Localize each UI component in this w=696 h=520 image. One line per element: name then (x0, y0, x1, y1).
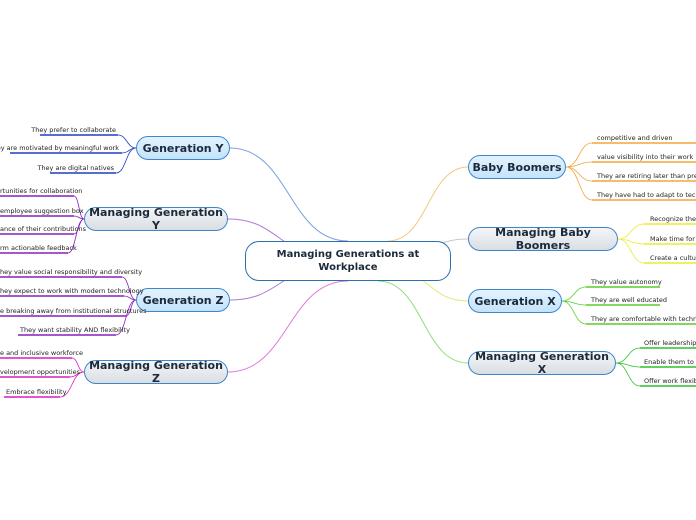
leaf-gen-z-1[interactable]: hey value social responsibility and dive… (0, 268, 143, 276)
leaf-gen-x-3[interactable]: They are comfortable with technology (591, 315, 696, 323)
leaf-connector (565, 142, 593, 168)
leaf-baby-boomers-2[interactable]: value visibility into their work (597, 153, 694, 161)
leaf-gen-y-1[interactable]: They prefer to collaborate (31, 126, 116, 134)
leaf-managing-gen-y-2[interactable]: employee suggestion box (0, 207, 84, 215)
central-topic[interactable]: Managing Generations at Workplace (245, 241, 451, 281)
leaf-managing-gen-z-2[interactable]: velopment opportunities (0, 368, 81, 376)
leaf-managing-gen-x-1[interactable]: Offer leadership op (644, 339, 696, 347)
central-title-line1: Managing Generations at (276, 249, 420, 260)
leaf-connector (617, 223, 645, 240)
topic-label: Managing Baby Boomers (495, 226, 591, 252)
leaf-connector (565, 166, 593, 201)
topic-managing-generation-y[interactable]: Managing Generation Y (84, 206, 228, 232)
leaf-managing-gen-x-2[interactable]: Enable them to co (644, 358, 696, 366)
leaf-managing-gen-x-3[interactable]: Offer work flexibili (644, 377, 696, 385)
leaf-connector (615, 362, 641, 387)
topic-label: Baby Boomers (472, 160, 562, 174)
leaf-connector (71, 357, 85, 373)
leaf-gen-x-1[interactable]: They value autonomy (591, 278, 662, 286)
topic-baby-boomers[interactable]: Baby Boomers (468, 155, 566, 179)
branch-line (377, 280, 469, 364)
branch-line (387, 166, 469, 242)
leaf-connector (121, 276, 137, 301)
leaf-managing-bb-3[interactable]: Create a culture (650, 254, 696, 262)
branch-line (227, 280, 349, 373)
leaf-connector (561, 286, 587, 302)
leaf-connector (73, 195, 85, 220)
leaf-managing-gen-y-1[interactable]: rtunities for collaboration (0, 187, 83, 195)
leaf-managing-gen-z-3[interactable]: Embrace flexibility (6, 388, 67, 396)
leaf-gen-x-2[interactable]: They are well educated (591, 296, 668, 304)
leaf-connector (617, 238, 645, 264)
leaf-managing-bb-2[interactable]: Make time for fa (650, 235, 696, 243)
topic-label: Managing Generation Z (89, 359, 223, 385)
topic-managing-baby-boomers[interactable]: Managing Baby Boomers (468, 226, 618, 252)
central-title-line2: Workplace (318, 262, 378, 273)
leaf-managing-gen-y-4[interactable]: rm actionable feedback (0, 244, 77, 252)
leaf-connector (565, 166, 593, 182)
topic-label: Generation Z (142, 293, 224, 307)
leaf-connector (59, 371, 85, 398)
topic-label: Generation Y (142, 141, 224, 155)
leaf-managing-bb-1[interactable]: Recognize them (650, 215, 696, 223)
leaf-connector (615, 347, 641, 364)
leaf-managing-gen-y-3[interactable]: ance of their contributions (0, 225, 87, 233)
leaf-connector (561, 300, 587, 325)
leaf-baby-boomers-4[interactable]: They have had to adapt to technolo (597, 191, 696, 199)
leaf-gen-z-4[interactable]: They want stability AND flexibility (20, 326, 130, 334)
leaf-connector (67, 218, 85, 254)
leaf-baby-boomers-1[interactable]: competitive and driven (597, 134, 673, 142)
leaf-managing-gen-z-1[interactable]: e and inclusive workforce (0, 349, 83, 357)
topic-managing-generation-x[interactable]: Managing Generation X (468, 350, 616, 376)
topic-label: Generation X (474, 294, 556, 308)
leaf-gen-z-2[interactable]: hey expect to work with modern technolog… (0, 287, 144, 295)
leaf-baby-boomers-3[interactable]: They are retiring later than previous (597, 172, 696, 180)
leaf-connector (117, 134, 137, 149)
topic-label: Managing Generation X (475, 350, 609, 376)
leaf-connector (115, 299, 137, 336)
branch-line (229, 147, 349, 242)
topic-generation-x[interactable]: Generation X (468, 289, 562, 313)
leaf-gen-y-3[interactable]: They are digital natives (37, 164, 114, 172)
topic-managing-generation-z[interactable]: Managing Generation Z (84, 359, 228, 385)
leaf-connector (115, 147, 137, 174)
leaf-gen-y-2[interactable]: They are motivated by meaningful work (0, 144, 119, 152)
topic-generation-z[interactable]: Generation Z (136, 288, 230, 312)
topic-label: Managing Generation Y (89, 206, 223, 232)
topic-generation-y[interactable]: Generation Y (136, 136, 230, 160)
leaf-gen-z-3[interactable]: e breaking away from institutional struc… (0, 307, 147, 315)
